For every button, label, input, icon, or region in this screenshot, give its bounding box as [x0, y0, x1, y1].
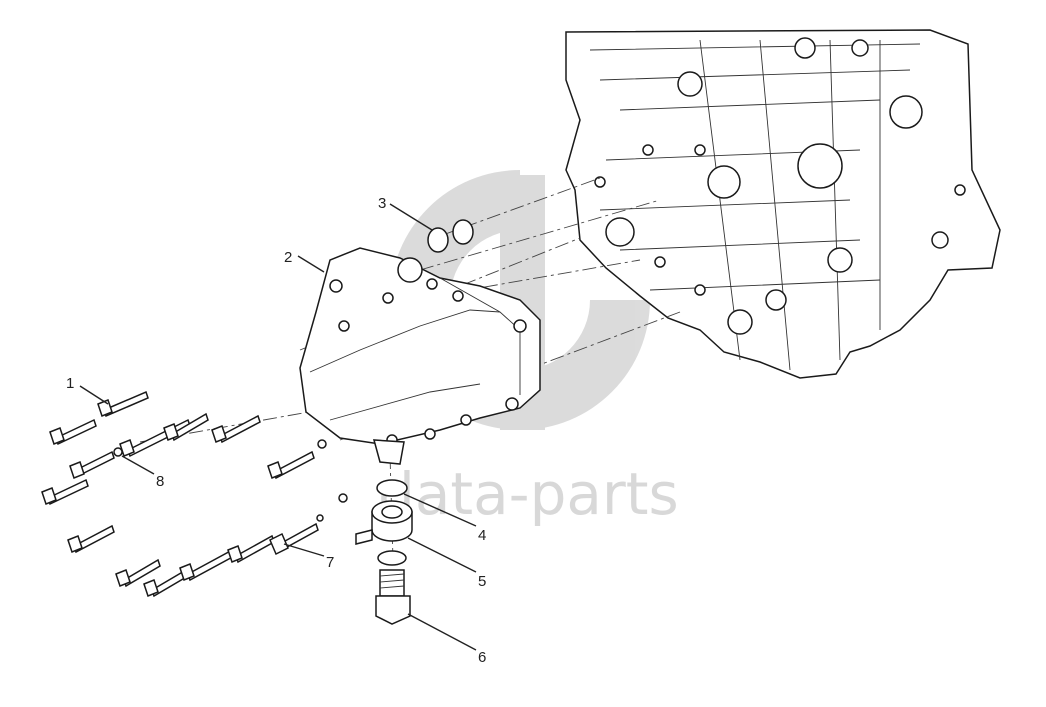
callout-3: 3 [378, 195, 386, 212]
bolt [227, 534, 275, 564]
seal-ring-4 [376, 479, 408, 497]
watermark-text: data-parts [378, 460, 679, 528]
banjo-bolt-6 [375, 569, 411, 625]
bolts [41, 390, 348, 598]
bolt [115, 558, 161, 588]
oil-cooler-housing [299, 247, 541, 465]
stud [267, 450, 315, 480]
stud [69, 450, 115, 479]
engine-block [565, 29, 1001, 379]
callout-4: 4 [478, 527, 486, 544]
bolt [97, 390, 149, 418]
bolt [49, 418, 97, 446]
o-rings-3 [427, 219, 474, 253]
callout-5: 5 [478, 573, 486, 590]
washer [317, 439, 327, 449]
leader-lines [79, 203, 477, 651]
stud-7 [269, 522, 319, 556]
banjo-fitting-5 [355, 500, 413, 545]
callout-8: 8 [156, 473, 164, 490]
callout-7: 7 [326, 554, 334, 571]
callouts: 1 2 3 4 5 6 7 8 [66, 195, 486, 666]
bolt [67, 524, 115, 554]
seal-ring-lower [377, 550, 407, 566]
washer [113, 447, 123, 457]
bolt [163, 412, 209, 442]
callout-2: 2 [284, 249, 292, 266]
callout-1: 1 [66, 375, 74, 392]
bolt [41, 478, 89, 506]
washer [316, 514, 324, 522]
bolt [211, 414, 261, 444]
bolt [119, 418, 191, 458]
bolt [143, 568, 189, 598]
callout-6: 6 [478, 649, 486, 666]
washer [338, 493, 348, 503]
